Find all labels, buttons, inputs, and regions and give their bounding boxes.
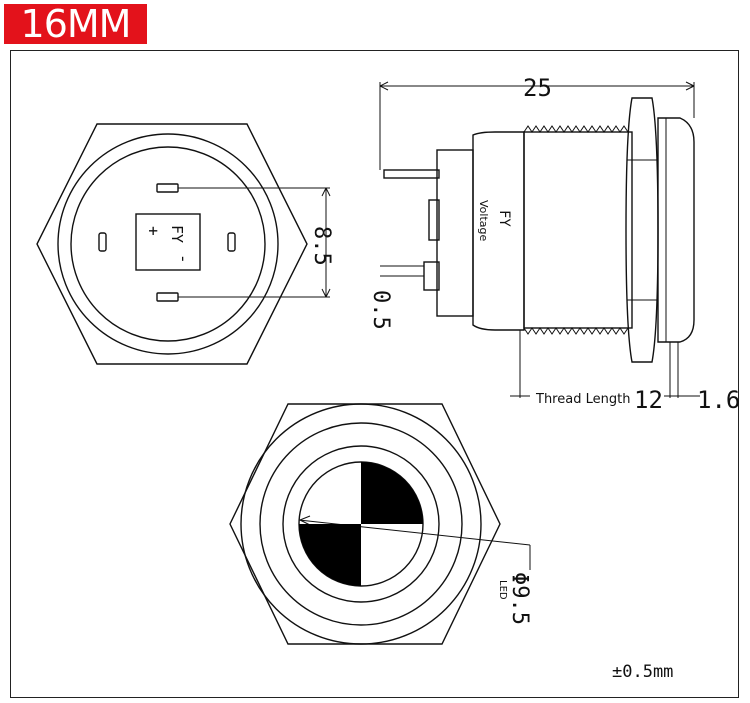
side-hex-nut [625,97,659,363]
rear-hex-nut [36,123,308,365]
top-pin [156,183,179,193]
front-outer-ring [240,403,482,645]
side-base [436,149,474,317]
flange-thickness-dimension: 1.6 [697,386,740,414]
tolerance-note: ±0.5mm [612,662,673,682]
plus-marking: + [144,226,163,236]
size-badge-text: 16MM [20,2,132,46]
front-inner-ring [282,445,440,603]
front-hex-nut [229,403,501,645]
top-threads [523,125,629,133]
side-pin-upper [383,169,440,179]
brand-marking-rear: FY [168,225,186,243]
minus-marking: - [174,254,193,264]
front-flange [657,117,695,343]
bottom-pin [156,292,179,302]
front-middle-ring [259,422,463,626]
led-diameter-dimension: Φ9.5 [507,572,532,625]
led-label: LED [497,580,508,600]
left-slot [98,232,107,252]
led-quadrant-top-right [361,462,423,524]
voltage-label: Voltage [477,200,490,241]
threaded-barrel [523,131,633,329]
rear-view [36,123,331,365]
pin-spacing-dimension: 8.5 [309,226,334,266]
marking-box [135,213,201,271]
drawing-frame [10,50,739,698]
thread-length-dimension: 12 [634,386,663,414]
brand-marking-side: FY [496,210,512,227]
size-badge: 16MM [4,4,147,44]
rear-outer-ring [57,133,279,355]
side-view [379,81,700,398]
overall-length-dimension: 25 [523,74,552,102]
bottom-threads [523,327,629,335]
right-slot [227,232,236,252]
led-quadrant-bottom-left [299,524,361,586]
thread-length-label: Thread Length [535,392,630,407]
pin-thickness-dimension: 0.5 [368,290,393,330]
rear-inner-ring [70,146,266,342]
